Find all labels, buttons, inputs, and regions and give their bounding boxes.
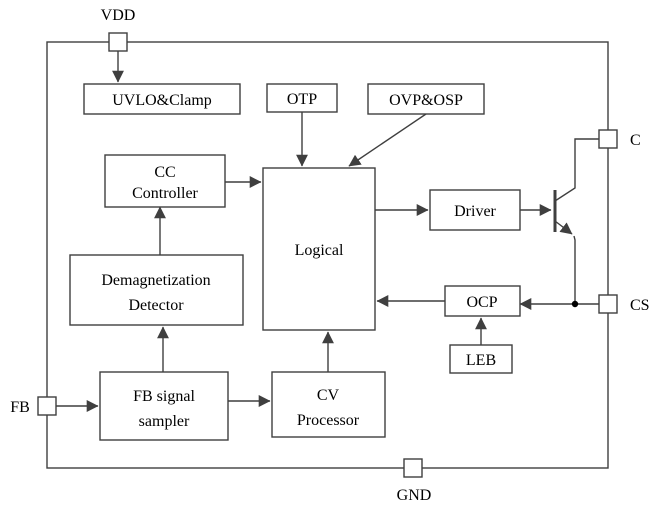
wire-ovp-to-logical xyxy=(348,113,427,167)
pin-cs-label: CS xyxy=(630,297,650,314)
block-otp: OTP xyxy=(266,83,338,113)
block-driver-label: Driver xyxy=(454,203,496,220)
block-fb-sampler-label-1: FB signal xyxy=(133,388,195,405)
pins: VDD FB GND C CS xyxy=(10,7,649,504)
chip-outline xyxy=(46,41,609,469)
block-cc-controller: CC Controller xyxy=(104,154,226,208)
wires xyxy=(56,51,575,412)
pin-gnd-label: GND xyxy=(397,487,432,504)
block-leb: LEB xyxy=(449,344,513,374)
block-ocp: OCP xyxy=(444,285,521,317)
pin-vdd-label: VDD xyxy=(101,7,136,24)
block-otp-label: OTP xyxy=(287,91,317,108)
block-cc-controller-label-1: CC xyxy=(154,164,175,181)
block-ocp-label: OCP xyxy=(466,294,497,311)
blocks: UVLO&Clamp OTP OVP&OSP CC Controller Log… xyxy=(69,83,521,441)
block-demag-label-2: Detector xyxy=(128,297,184,314)
transistor-emitter-wire xyxy=(573,235,599,305)
block-uvlo-clamp-label: UVLO&Clamp xyxy=(112,92,212,109)
transistor-collector-wire xyxy=(554,138,599,202)
block-fb-signal-sampler: FB signal sampler xyxy=(99,371,229,441)
block-ovp-osp: OVP&OSP xyxy=(367,83,485,115)
pin-gnd xyxy=(403,458,423,478)
block-ovp-osp-label: OVP&OSP xyxy=(389,92,463,109)
pin-vdd xyxy=(108,32,128,52)
block-logical-label: Logical xyxy=(295,242,344,259)
block-cc-controller-label-2: Controller xyxy=(132,185,198,202)
block-demag-label-1: Demagnetization xyxy=(101,272,210,289)
block-leb-label: LEB xyxy=(466,352,496,369)
block-fb-sampler-label-2: sampler xyxy=(139,413,190,430)
cs-node-dot xyxy=(571,300,579,308)
block-uvlo-clamp: UVLO&Clamp xyxy=(83,83,241,115)
pin-fb-label: FB xyxy=(10,399,30,416)
block-cv-processor: CV Processor xyxy=(271,371,386,438)
block-cv-label-1: CV xyxy=(317,387,340,404)
pin-c xyxy=(598,129,618,149)
pin-c-label: C xyxy=(630,132,641,149)
pin-fb xyxy=(37,396,57,416)
block-driver: Driver xyxy=(429,189,521,231)
block-logical: Logical xyxy=(262,167,376,331)
pin-cs xyxy=(598,294,618,314)
transistor-emitter-arrow xyxy=(554,220,573,235)
block-cv-label-2: Processor xyxy=(297,412,360,429)
npn-transistor xyxy=(553,138,599,308)
block-demag-detector: Demagnetization Detector xyxy=(69,254,244,326)
